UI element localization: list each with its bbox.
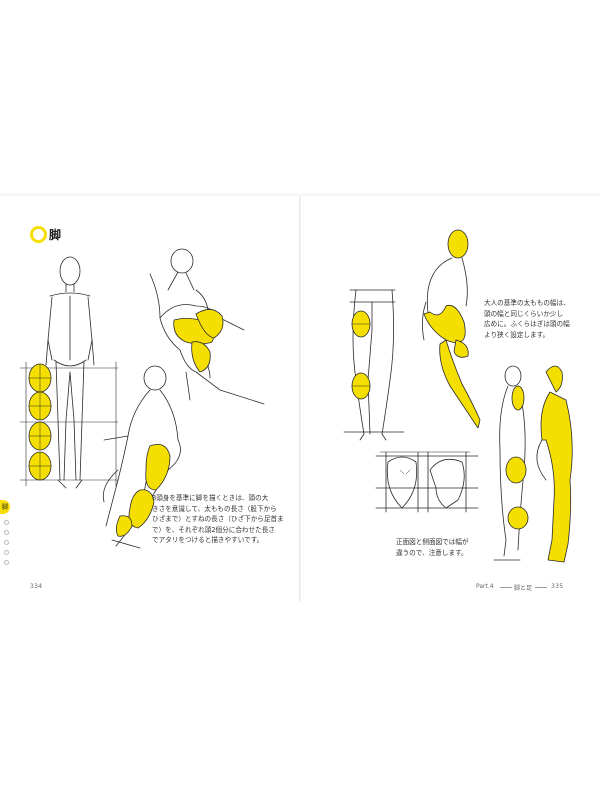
section-title: 脚 bbox=[49, 228, 62, 242]
footer-divider bbox=[500, 587, 512, 588]
right-bottom-caption: 正面図と側面図では幅が 違うので、注意します。 bbox=[396, 538, 469, 557]
measure-lines bbox=[19, 361, 119, 487]
right-top-caption: 大人の基準の太ももの幅は、 頭の幅と同じくらいか少し 広めに。ふくらはぎは頭の幅… bbox=[484, 299, 570, 339]
chapter-dot bbox=[4, 540, 9, 545]
chapter-tab bbox=[0, 500, 10, 514]
front-standing-figure bbox=[45, 256, 95, 489]
book-gutter bbox=[299, 196, 301, 601]
chapter-dot bbox=[4, 550, 9, 555]
raised-knee-figure bbox=[149, 248, 265, 405]
crouching-figure bbox=[102, 365, 181, 549]
chapter-label: 脚と足 bbox=[514, 585, 533, 592]
left-page-number-text: 334 bbox=[30, 583, 43, 590]
left-page-number: 334 bbox=[30, 583, 42, 590]
legs-front-study bbox=[343, 289, 405, 441]
right-page-number: 335 bbox=[551, 583, 564, 590]
chapter-tab-label: 脚 bbox=[2, 504, 9, 511]
left-caption: 8頭身を基準に脚を描くときは、頭の大 きさを意識して、太ももの長さ（股下から ひ… bbox=[152, 494, 284, 544]
chapter-dot bbox=[4, 560, 9, 565]
chapter-dot bbox=[4, 520, 9, 525]
head-unit-stack bbox=[28, 363, 52, 481]
part-label: Part.4 bbox=[476, 583, 494, 590]
footer-divider bbox=[535, 587, 547, 588]
page-shadow bbox=[0, 192, 600, 196]
jumping-figure bbox=[422, 229, 481, 429]
section-marker-icon bbox=[30, 226, 47, 243]
side-standing-figures bbox=[493, 365, 573, 563]
head-comparison-diagram bbox=[375, 451, 479, 513]
chapter-dot bbox=[4, 530, 9, 535]
